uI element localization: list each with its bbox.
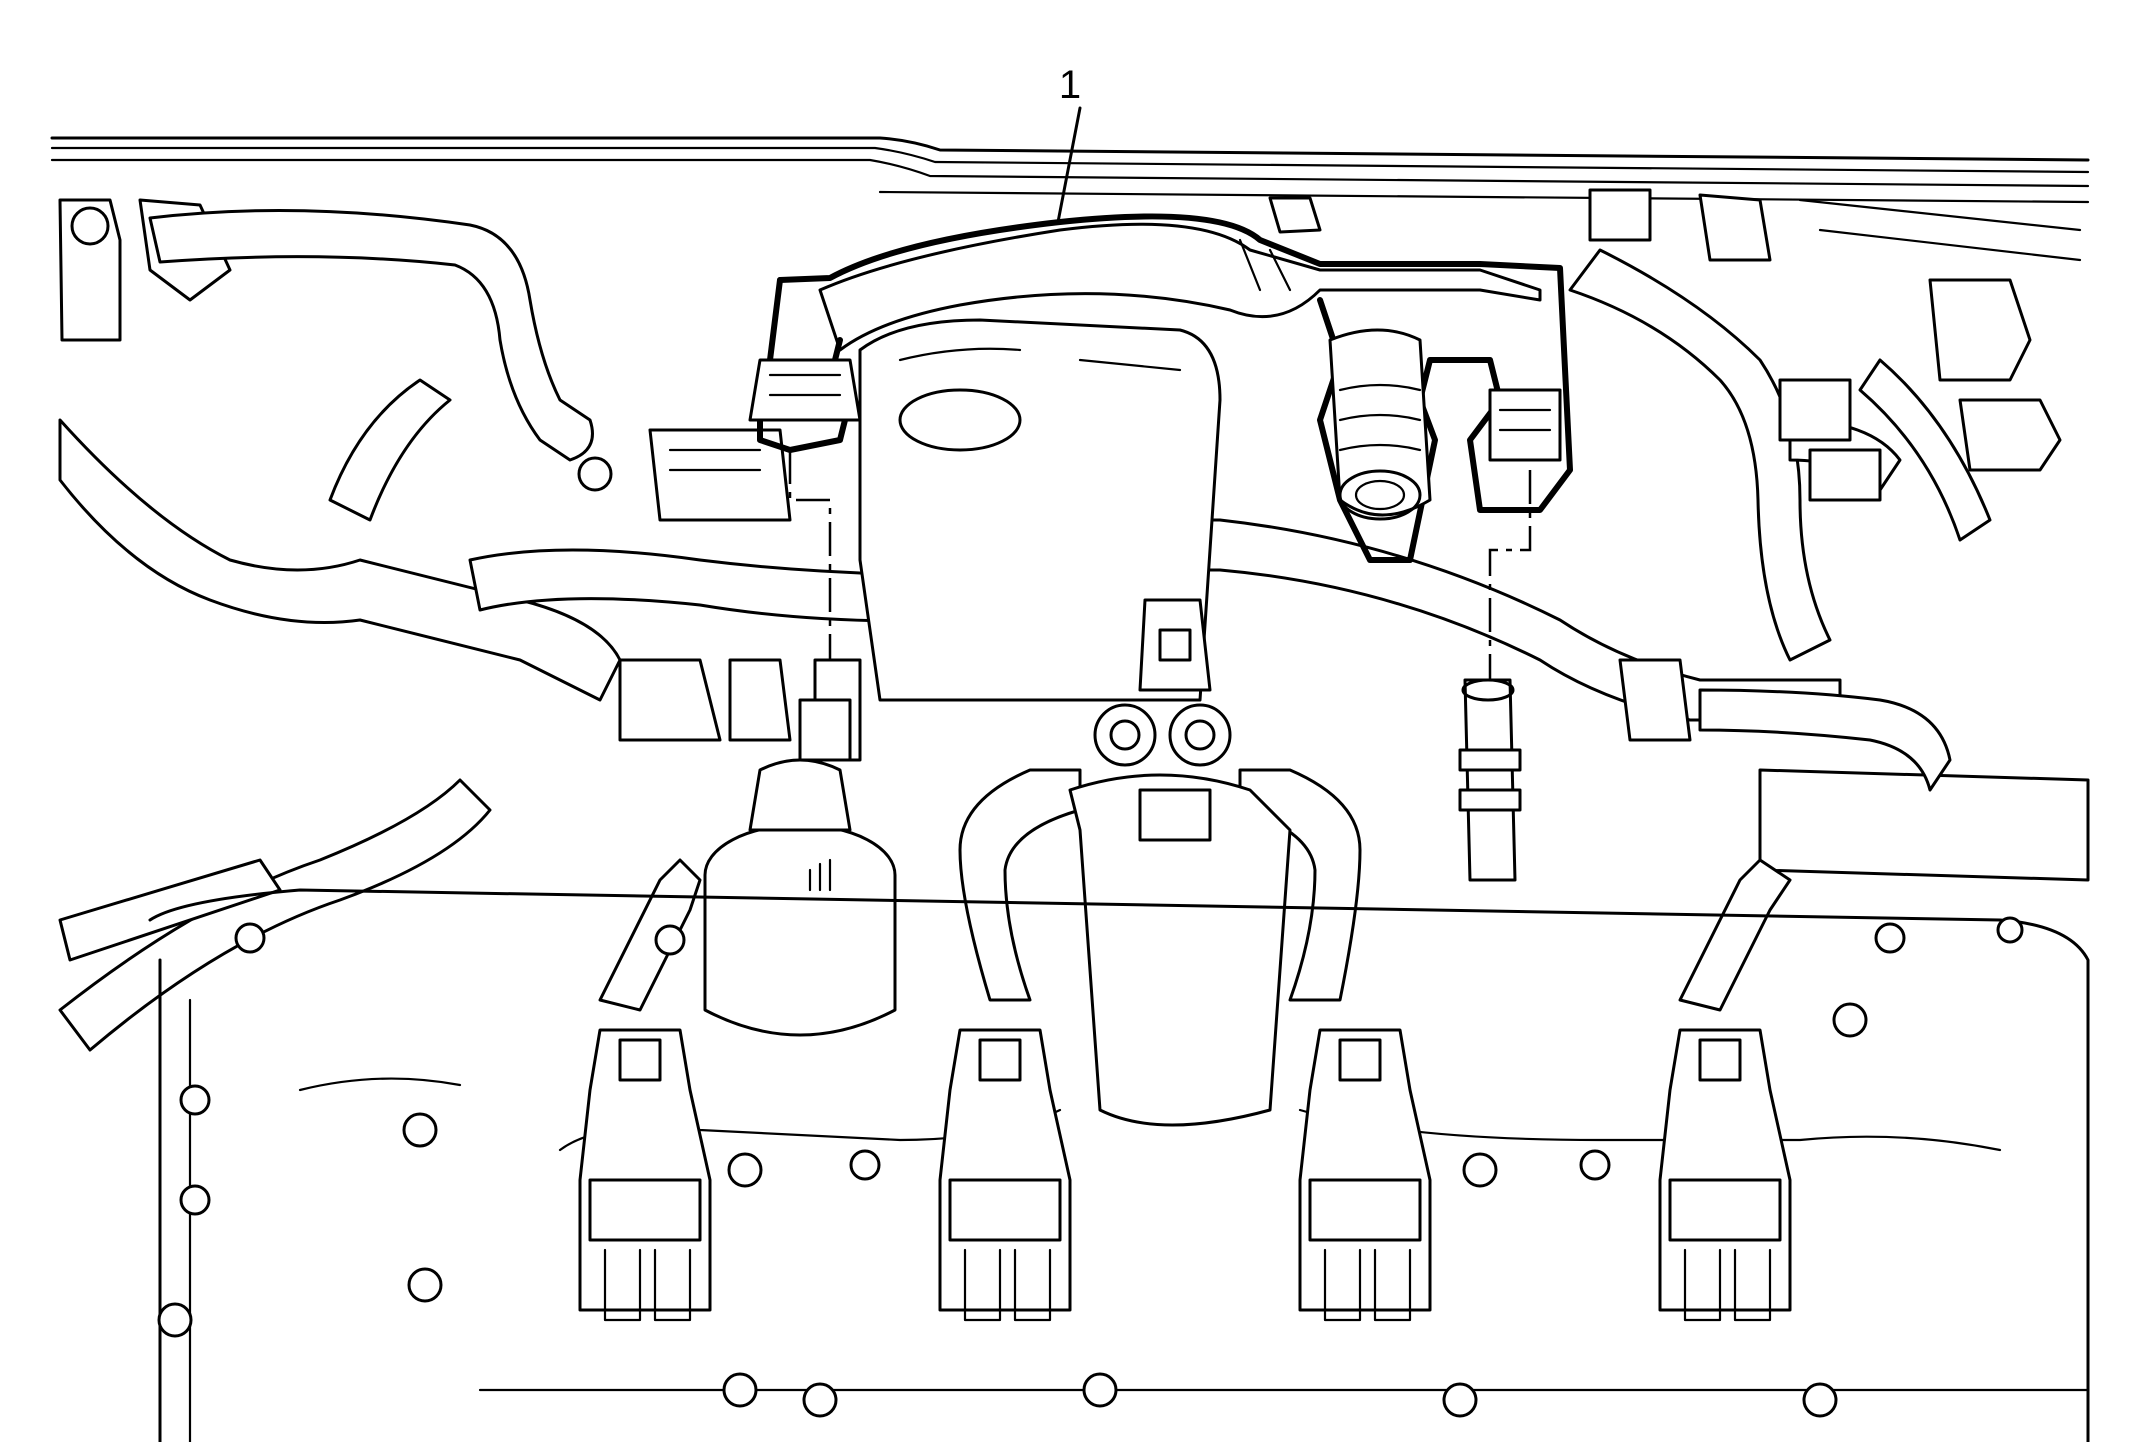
fuel-rail-vent-hose xyxy=(748,213,1573,563)
left-harness xyxy=(58,208,622,1052)
install-guide-lines xyxy=(788,450,1532,680)
callout-1: 1 xyxy=(1056,63,1082,224)
callout-label: 1 xyxy=(1059,63,1081,107)
hood-edge xyxy=(50,136,2090,204)
right-harness xyxy=(1568,248,1992,662)
coolant-pipe xyxy=(1458,678,1522,882)
intake xyxy=(858,318,1222,702)
ignition-coils xyxy=(578,1028,1792,1322)
left-connectors xyxy=(618,428,852,762)
ignition-coil-1 xyxy=(578,1028,712,1322)
ignition-coil-3 xyxy=(1298,1028,1432,1322)
coil-harness xyxy=(598,768,1792,1012)
ignition-coil-2 xyxy=(938,1028,1072,1322)
bolts xyxy=(157,456,2024,1418)
callout-leader xyxy=(1056,106,1082,224)
centre-bracket xyxy=(1068,598,1292,1127)
ignition-coil-4 xyxy=(1658,1028,1792,1322)
oil-filler-cap xyxy=(703,658,897,1037)
